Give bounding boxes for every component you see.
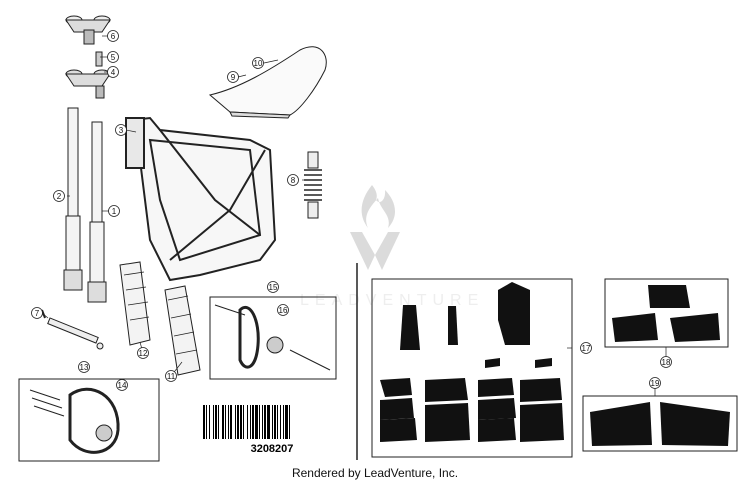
rear-shock [304,151,322,219]
barcode-bar [237,405,239,439]
callout-5: 5 [107,51,119,63]
callout-4: 4 [107,66,119,78]
barcode-bar [213,405,214,439]
barcode-bar [289,405,290,439]
barcode-bar [240,405,242,439]
watermark-text: LEADVENTURE [300,292,484,309]
callout-17: 17 [580,342,592,354]
callout-number: 3 [119,126,124,135]
barcode-bar [285,405,288,439]
callout-number: 18 [662,358,671,367]
radiator-guard-left [119,261,151,346]
callout-number: 9 [231,73,236,82]
fork-leg-left [63,107,83,291]
callout-18: 18 [660,356,672,368]
decal-kit-box [371,278,573,458]
barcode-bar [243,405,244,439]
barcode-bar [274,405,276,439]
front-wheel-box [18,378,160,462]
callout-number: 7 [35,309,40,318]
fork-leg-right [87,121,107,303]
callout-3: 3 [115,124,127,136]
callout-number: 2 [57,192,62,201]
frame [125,116,277,282]
barcode-bar [250,405,251,439]
lower-triple-clamp [65,69,111,99]
barcode-number: 3208207 [251,443,294,455]
leadventure-watermark: LEADVENTURE [300,185,484,309]
barcode-bar [283,405,284,439]
barcode-bar [222,405,224,439]
callout-2: 2 [53,190,65,202]
callout-10: 10 [252,57,264,69]
front-axle [41,309,104,350]
callout-number: 13 [80,363,89,372]
barcode-bar [206,405,207,439]
barcode-bar [230,405,232,439]
barcode-bar [252,405,254,439]
steering-stem [95,51,103,67]
callout-13: 13 [78,361,90,373]
barcode-bar [247,405,248,439]
callout-16: 16 [277,304,289,316]
barcode-bar [203,405,205,439]
callout-11: 11 [165,370,177,382]
rear-wheel-box [209,296,337,380]
radiator-guard-right [164,285,201,376]
barcode: 3208207 [203,405,293,455]
number-plate-decal-box [604,278,729,348]
callout-8: 8 [287,174,299,186]
callout-6: 6 [107,30,119,42]
barcode-bar [235,405,236,439]
callout-1: 1 [108,205,120,217]
callout-12: 12 [137,347,149,359]
callout-number: 1 [112,207,117,216]
callout-number: 4 [111,68,116,77]
side-panel-decal-box [582,395,738,452]
seat [208,46,327,119]
callout-number: 19 [651,379,660,388]
callout-number: 12 [139,349,148,358]
callout-number: 6 [111,32,116,41]
callout-7: 7 [31,307,43,319]
upper-triple-clamp [65,15,111,45]
barcode-bar [228,405,229,439]
callout-15: 15 [267,281,279,293]
footer-credit: Rendered by LeadVenture, Inc. [291,466,459,480]
callout-number: 11 [167,372,176,381]
callout-number: 5 [111,53,116,62]
barcode-bar [280,405,281,439]
barcode-bar [218,405,219,439]
callout-number: 10 [254,59,263,68]
barcode-bar [277,405,278,439]
barcode-bar [259,405,260,439]
callout-9: 9 [227,71,239,83]
barcode-bar [215,405,217,439]
barcode-bar [262,405,263,439]
callout-14: 14 [116,379,128,391]
callout-number: 8 [291,176,296,185]
barcode-bar [272,405,273,439]
barcode-bar [225,405,226,439]
callout-19: 19 [649,377,661,389]
barcode-bar [264,405,266,439]
callout-number: 14 [118,381,127,390]
barcode-bar [267,405,270,439]
callout-number: 16 [279,306,288,315]
callout-number: 15 [269,283,278,292]
barcode-bar [255,405,258,439]
callout-number: 17 [582,344,591,353]
barcode-bar [209,405,210,439]
